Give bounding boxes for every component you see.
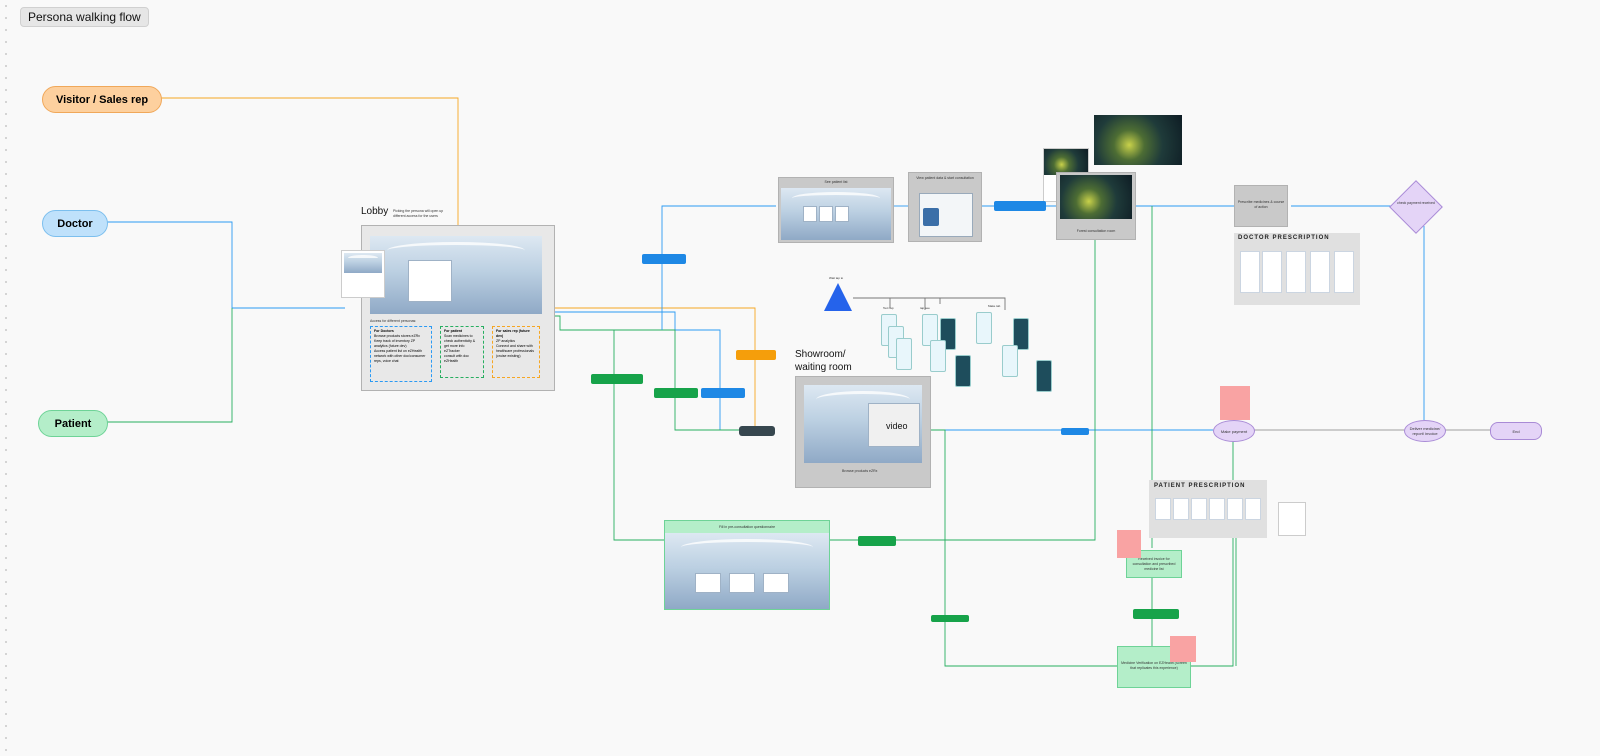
showroom-title: Showroom/ waiting room bbox=[795, 349, 852, 373]
patient-item: consult with doc eZHealth bbox=[444, 354, 469, 363]
persona-doctor[interactable]: Doctor bbox=[42, 210, 108, 237]
text-tap-label: Text tap bbox=[883, 306, 894, 310]
connector-tag bbox=[736, 350, 776, 360]
persona-visitor-sales-rep[interactable]: Visitor / Sales rep bbox=[42, 86, 162, 113]
patient-item: Scan medicines to check authenticity & g… bbox=[444, 334, 476, 353]
lobby-doctors-card: For Doctors Browse products stores eZRx … bbox=[370, 326, 432, 382]
lobby-frame[interactable]: Access for different personas: For Docto… bbox=[361, 225, 555, 391]
mock-screen bbox=[1036, 360, 1052, 392]
lobby-title: Lobby bbox=[361, 206, 389, 217]
mock-screen bbox=[896, 338, 912, 370]
patient-data-card bbox=[919, 193, 973, 237]
tap-see-label: tap see bbox=[920, 306, 930, 310]
questionnaire-label: Fill in pre-consultation questionnaire bbox=[718, 525, 776, 529]
connector-visitor-lobby bbox=[160, 97, 459, 226]
sales-heading: For sales rep (future dev) bbox=[496, 329, 530, 338]
canvas-dot-grid bbox=[0, 0, 12, 756]
connector-to-patient-list bbox=[661, 205, 776, 330]
video-label: video bbox=[886, 421, 908, 431]
showroom-scene bbox=[804, 385, 922, 463]
doctors-item: network with other doc/consumer reps, vo… bbox=[374, 354, 426, 363]
view-patient-frame[interactable]: View patient data & start consultation bbox=[908, 172, 982, 242]
sticky-note[interactable] bbox=[1220, 386, 1250, 420]
connector-lobby-showroom-green bbox=[555, 315, 740, 431]
doctors-heading: For Doctors bbox=[374, 329, 394, 333]
connector-doctor-lobby bbox=[107, 221, 345, 309]
connector-tag bbox=[858, 536, 896, 546]
sticky-note[interactable] bbox=[1117, 530, 1141, 558]
wait-tap-label: Wait tap to bbox=[829, 276, 844, 280]
sales-item: Connect and share with healthcare profes… bbox=[496, 344, 534, 358]
connector-patient-lobby bbox=[107, 308, 233, 423]
view-patient-label: View patient data & start consultation bbox=[916, 176, 974, 180]
lobby-side-card bbox=[341, 250, 385, 298]
doctor-prescription-title: DOCTOR PRESCRIPTION bbox=[1238, 235, 1330, 241]
connector-questionnaire-forest bbox=[828, 240, 1096, 541]
connector-tag bbox=[701, 388, 745, 398]
connector-tag bbox=[591, 374, 643, 384]
doctors-item: Access patient list on eZHealth bbox=[374, 349, 423, 353]
lobby-note: Picking the persona will open up differe… bbox=[393, 209, 444, 218]
connector-lobby-questionnaire bbox=[560, 329, 664, 541]
patient-heading: For patient bbox=[444, 329, 463, 333]
make-payment-node[interactable]: Make payment bbox=[1213, 420, 1255, 442]
doctor-prescription-panel[interactable]: DOCTOR PRESCRIPTION bbox=[1234, 233, 1360, 305]
connector-showroom-verification bbox=[930, 429, 1117, 667]
mock-screen bbox=[976, 312, 992, 344]
connector-tag bbox=[1061, 428, 1089, 435]
connector-tag bbox=[654, 388, 698, 398]
mock-screen bbox=[1013, 318, 1029, 350]
questionnaire-frame[interactable]: Fill in pre-consultation questionnaire bbox=[664, 520, 830, 610]
deliver-node[interactable]: Deliver medicine/ report/ invoice bbox=[1404, 420, 1446, 442]
medicine-verification-label: Medicine Verification on EZHealth (Scree… bbox=[1121, 661, 1187, 670]
mock-screen bbox=[1002, 345, 1018, 377]
patient-list-scene bbox=[781, 188, 891, 240]
frame-title[interactable]: Persona walking flow bbox=[20, 7, 149, 27]
mock-screen bbox=[930, 340, 946, 372]
doctors-item: Browse products stores eZRx bbox=[374, 334, 420, 338]
make-tab-label: Make tab bbox=[988, 304, 1001, 308]
showroom-frame[interactable]: video Browse products eZRx bbox=[795, 376, 931, 488]
connector-tag bbox=[1133, 609, 1179, 619]
received-invoice-label: Received invoice for consultation and pr… bbox=[1132, 557, 1176, 571]
connector-tag bbox=[642, 254, 686, 264]
connector-tag bbox=[994, 201, 1046, 211]
lobby-patient-card: For patient Scan medicines to check auth… bbox=[440, 326, 484, 378]
check-payment-label: check payment received bbox=[1397, 201, 1435, 205]
forest-preview-large bbox=[1094, 115, 1182, 165]
doctors-item: Keep track of inventory ZP analytics (fu… bbox=[374, 339, 416, 348]
video-screen[interactable] bbox=[868, 403, 920, 447]
patient-prescription-panel[interactable]: PATIENT PRESCRIPTION bbox=[1149, 480, 1267, 538]
showroom-browse: Browse products eZRx bbox=[842, 469, 878, 473]
connector-pyramid-screens bbox=[853, 297, 1006, 310]
prescribe-box[interactable]: Prescribe medicines & course of action bbox=[1234, 185, 1288, 227]
prescription-side-card bbox=[1278, 502, 1306, 536]
persona-patient[interactable]: Patient bbox=[38, 410, 108, 437]
lobby-scene-image bbox=[370, 236, 542, 314]
sales-item: ZP analytics bbox=[496, 339, 515, 343]
patient-prescription-title: PATIENT PRESCRIPTION bbox=[1154, 483, 1246, 489]
sticky-note[interactable] bbox=[1170, 636, 1196, 662]
connector-tag bbox=[739, 426, 775, 436]
connector-verification-make-payment bbox=[1188, 442, 1234, 667]
see-patient-list-frame[interactable]: See patient list bbox=[778, 177, 894, 243]
prescribe-label: Prescribe medicines & course of action bbox=[1237, 200, 1285, 209]
forest-room-label: Forest consultation room bbox=[1076, 229, 1116, 233]
connector-lobby-showroom-orange bbox=[555, 307, 756, 430]
forest-consultation-frame[interactable]: Forest consultation room bbox=[1056, 172, 1136, 240]
product-pyramid-icon[interactable] bbox=[824, 283, 852, 311]
see-patient-list-label: See patient list bbox=[824, 180, 848, 184]
end-node[interactable]: End bbox=[1490, 422, 1542, 440]
mock-screen bbox=[955, 355, 971, 387]
lobby-sales-card: For sales rep (future dev) ZP analytics … bbox=[492, 326, 540, 378]
connector-tag bbox=[931, 615, 969, 622]
lobby-access-heading: Access for different personas: bbox=[370, 319, 417, 323]
